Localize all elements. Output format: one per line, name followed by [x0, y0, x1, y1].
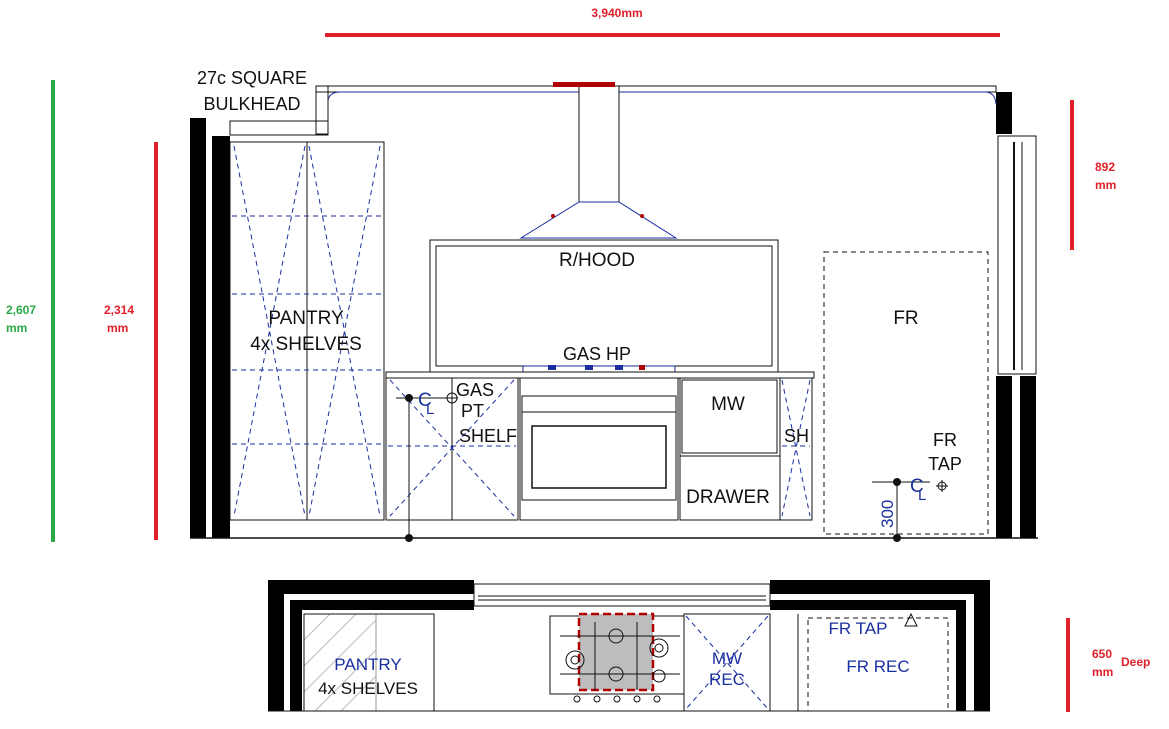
- plan-wall-top-left-inner: [290, 600, 474, 610]
- depth-dimension-label: Deep: [1121, 655, 1150, 669]
- fridge-tap-label-line2: TAP: [928, 454, 962, 474]
- gas-hotplate-label: GAS HP: [563, 344, 631, 364]
- bulkhead-label-line2: BULKHEAD: [203, 94, 300, 114]
- centreline-c-2: C: [910, 476, 924, 497]
- oven-face: [521, 395, 677, 501]
- microwave-label: MW: [711, 394, 745, 415]
- right-dimension-value: 892: [1095, 160, 1115, 174]
- cornice-line: [327, 91, 997, 105]
- plan-wall-top-right-inner: [770, 600, 966, 610]
- fridge-tap-node-bottom: [893, 534, 901, 542]
- rangehood-canopy: [519, 201, 678, 239]
- rangehood-label: R/HOOD: [559, 250, 635, 271]
- gas-point-symbol: [446, 392, 458, 404]
- flue-top-marker: [553, 82, 615, 87]
- gas-pt-label-line2: PT: [461, 401, 484, 421]
- canopy-marker-right: [640, 214, 644, 218]
- drawer-label: DRAWER: [686, 487, 770, 508]
- plan-pantry-hatch-lines: [303, 613, 377, 712]
- right-dimension-unit: mm: [1095, 178, 1116, 192]
- bulkhead-side: [315, 85, 329, 135]
- narrow-shelf-lines: [781, 379, 811, 517]
- depth-dimension-unit: mm: [1092, 665, 1113, 679]
- centreline-l-1: L: [426, 401, 434, 418]
- gas-pt-label-line1: GAS: [456, 380, 494, 400]
- height-dimension-red-value: 2,314: [104, 303, 134, 317]
- centreline-c-1: C: [418, 390, 432, 411]
- width-dimension-label: 3,940mm: [591, 6, 642, 20]
- narrow-shelf-label: SH: [784, 426, 809, 446]
- benchtop: [385, 371, 815, 379]
- depth-dimension-value: 650: [1092, 647, 1112, 661]
- burner-4: [639, 365, 645, 370]
- pantry-label-line1: PANTRY: [268, 308, 344, 329]
- oven-housing: [519, 377, 679, 521]
- right-wall-bottom: [996, 376, 1012, 538]
- microwave-recess: [681, 379, 778, 454]
- elevation-view: 27c SQUARE BULKHEAD PANTRY 4x SHELVES R/…: [190, 68, 1038, 542]
- gas-pt-node-bottom: [405, 534, 413, 542]
- plan-wall-top-right: [770, 580, 990, 594]
- fridge-space: [823, 251, 989, 535]
- tap-symbol-icon: [936, 480, 948, 492]
- plan-mw-lines: [685, 615, 769, 710]
- burner-2: [585, 365, 593, 370]
- right-window: [997, 135, 1037, 375]
- plan-mw-cabinet: [683, 613, 771, 712]
- right-wall-outer-bottom: [1020, 376, 1036, 538]
- oven-window: [531, 425, 667, 489]
- plan-view: PANTRY 4x SHELVES: [268, 580, 990, 712]
- height-dimension-green-unit: mm: [6, 321, 27, 335]
- hotplate-top: [522, 365, 676, 373]
- centreline-l-2: L: [918, 487, 926, 504]
- plan-wall-right-inner: [956, 600, 966, 711]
- gas-pt-label-line3: SHELF: [459, 426, 517, 446]
- plan-wall-top-left: [268, 580, 474, 594]
- tap-height-label: 300: [878, 500, 897, 528]
- plan-wall-left: [268, 580, 284, 711]
- fridge-tap-node-top: [893, 478, 901, 486]
- fridge-tap-label-line1: FR: [933, 430, 957, 450]
- plan-cooktop-knobs: [573, 695, 661, 703]
- burner-1: [548, 365, 556, 370]
- left-wall-inner: [212, 136, 230, 538]
- plan-mw-label-line1: MW: [712, 649, 742, 668]
- height-dimension-red-unit: mm: [107, 321, 128, 335]
- left-wall: [190, 118, 206, 538]
- ceiling-line: [315, 85, 997, 93]
- bulkhead-label-line1: 27c SQUARE: [197, 68, 307, 88]
- plan-burners: [560, 622, 680, 690]
- plan-mw-label-line2: REC: [709, 670, 745, 689]
- plan-pantry-label-line1: PANTRY: [334, 655, 401, 674]
- plan-cooktop-zone: [577, 612, 655, 692]
- plan-window: [473, 583, 771, 607]
- pantry-label-line2: 4x SHELVES: [250, 334, 362, 355]
- narrow-shelf-cabinet: [779, 377, 813, 521]
- fridge-label: FR: [893, 308, 918, 329]
- plan-fridge-tap-icon: [904, 612, 918, 627]
- right-wall-top: [996, 92, 1012, 134]
- plan-fridge-rec-label: FR REC: [846, 657, 909, 676]
- pantry-shelf-lines: [232, 145, 382, 517]
- plan-wall-left-inner: [290, 600, 302, 711]
- bulkhead-box: [229, 120, 329, 136]
- burner-3: [615, 365, 623, 370]
- plan-wall-right: [974, 580, 990, 711]
- canopy-marker-left: [551, 214, 555, 218]
- rangehood-flue: [578, 85, 620, 203]
- height-dimension-green-value: 2,607: [6, 303, 36, 317]
- plan-pantry-label-line2: 4x SHELVES: [318, 679, 418, 698]
- plan-fridge-tap-label: FR TAP: [829, 619, 888, 638]
